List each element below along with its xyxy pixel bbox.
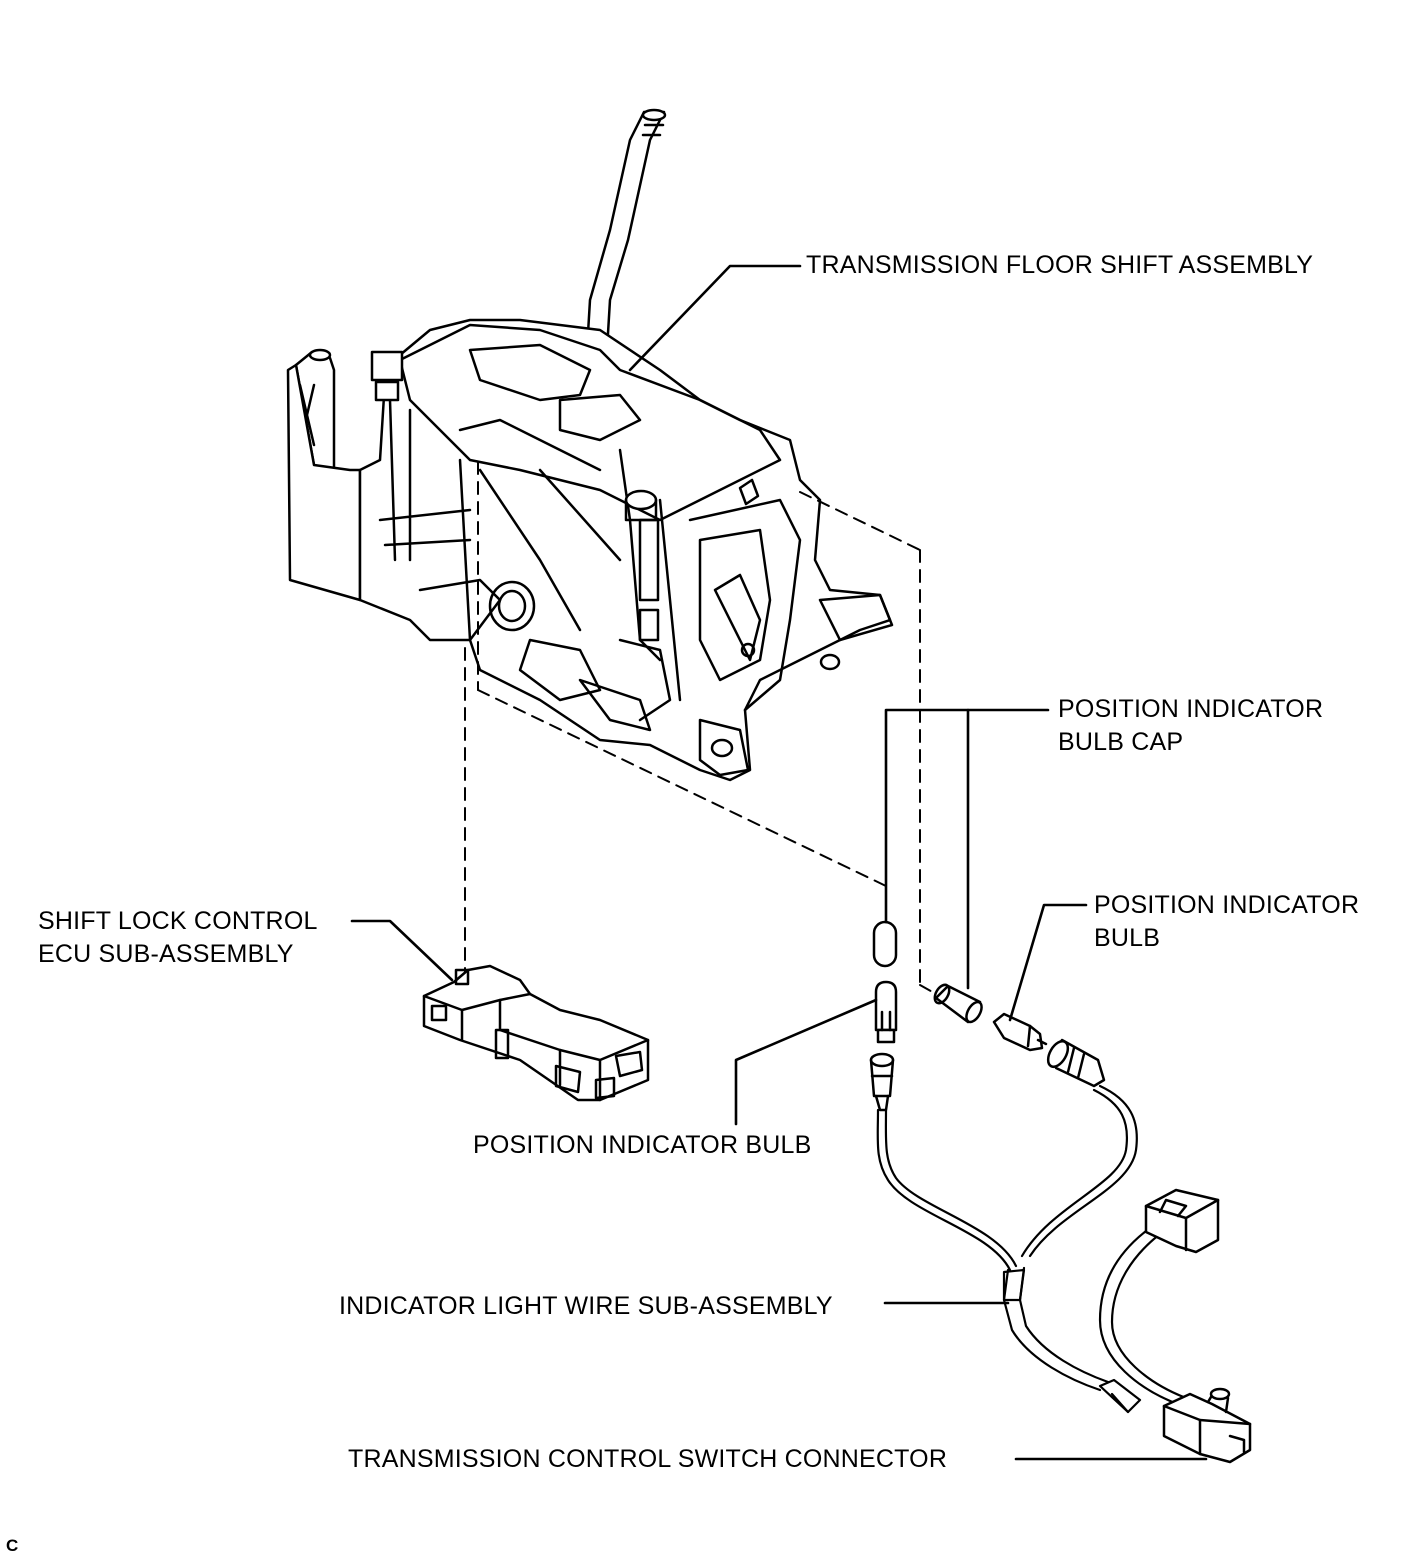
center-socket (869, 1052, 895, 1112)
leader-bulb-cap (966, 708, 1050, 990)
shift-lock-ecu (422, 964, 650, 1102)
label-shift-lock-line1: SHIFT LOCK CONTROL (38, 907, 318, 935)
leader-bulb-right (1008, 903, 1088, 1022)
label-floor-shift: TRANSMISSION FLOOR SHIFT ASSEMBLY (806, 251, 1314, 279)
leader-floor-shift (628, 264, 802, 372)
right-bulb-cap (933, 983, 983, 1024)
upper-connector (1144, 1188, 1220, 1254)
indicator-wire (876, 1084, 1188, 1414)
switch-connector (1162, 1387, 1252, 1464)
label-shift-lock-line2: ECU SUB-ASSEMBLY (38, 940, 294, 968)
corner-code: C (6, 1536, 19, 1555)
left-bracket (286, 348, 362, 602)
leader-bulb-cap-b (884, 708, 970, 924)
leader-lines (350, 264, 1208, 1461)
label-bulb-cap-line2: BULB CAP (1058, 728, 1184, 756)
right-bulb (992, 1012, 1048, 1052)
label-connector: TRANSMISSION CONTROL SWITCH CONNECTOR (348, 1445, 948, 1473)
projection-lines (464, 461, 937, 995)
label-bulb-cap-line1: POSITION INDICATOR (1058, 695, 1324, 723)
right-socket (1046, 1038, 1106, 1088)
label-bulb-center: POSITION INDICATOR BULB (473, 1131, 812, 1159)
housing-outline (358, 318, 892, 782)
label-wire: INDICATOR LIGHT WIRE SUB-ASSEMBLY (339, 1292, 833, 1320)
center-bulb (874, 980, 898, 1044)
label-bulb-right-line2: BULB (1094, 924, 1161, 952)
leader-shift-lock (350, 919, 454, 982)
floor-shift-assembly (286, 108, 894, 782)
center-bulb-cap (872, 920, 898, 968)
leader-bulb-center (734, 998, 878, 1126)
label-bulb-right-line1: POSITION INDICATOR (1094, 891, 1360, 919)
